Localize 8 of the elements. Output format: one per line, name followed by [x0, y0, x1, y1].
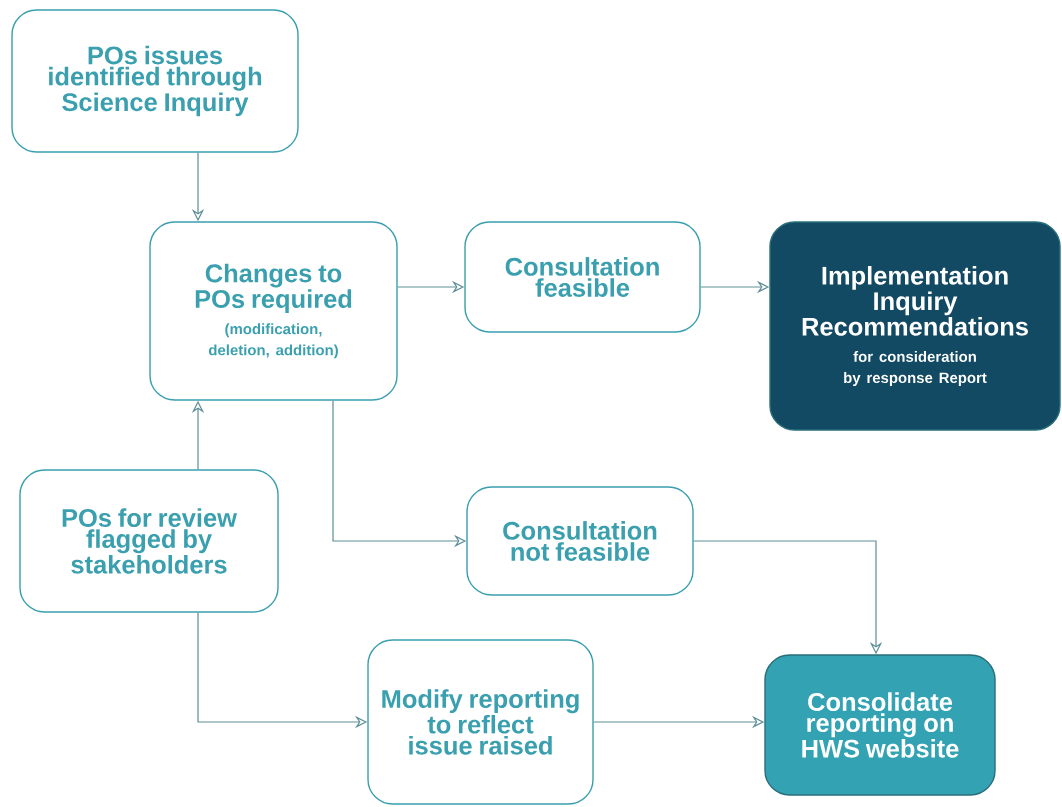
process-box: Modify reporting to reflect issue raised	[367, 639, 594, 805]
process-box: Consultation feasible	[464, 221, 701, 333]
process-box: POs issues identified through Science Inquiry	[11, 9, 299, 153]
process-box: POs for review flagged by stakeholders	[19, 469, 279, 613]
process-box: Consultation not feasible	[466, 486, 694, 596]
result-box: Consolidate reporting on HWS website	[764, 654, 996, 796]
process-box: Changes to POs required (modification, deletion, addition)	[149, 221, 398, 401]
result-box: Implementation Inquiry Recommendations for consideration by response Report	[769, 221, 1061, 431]
